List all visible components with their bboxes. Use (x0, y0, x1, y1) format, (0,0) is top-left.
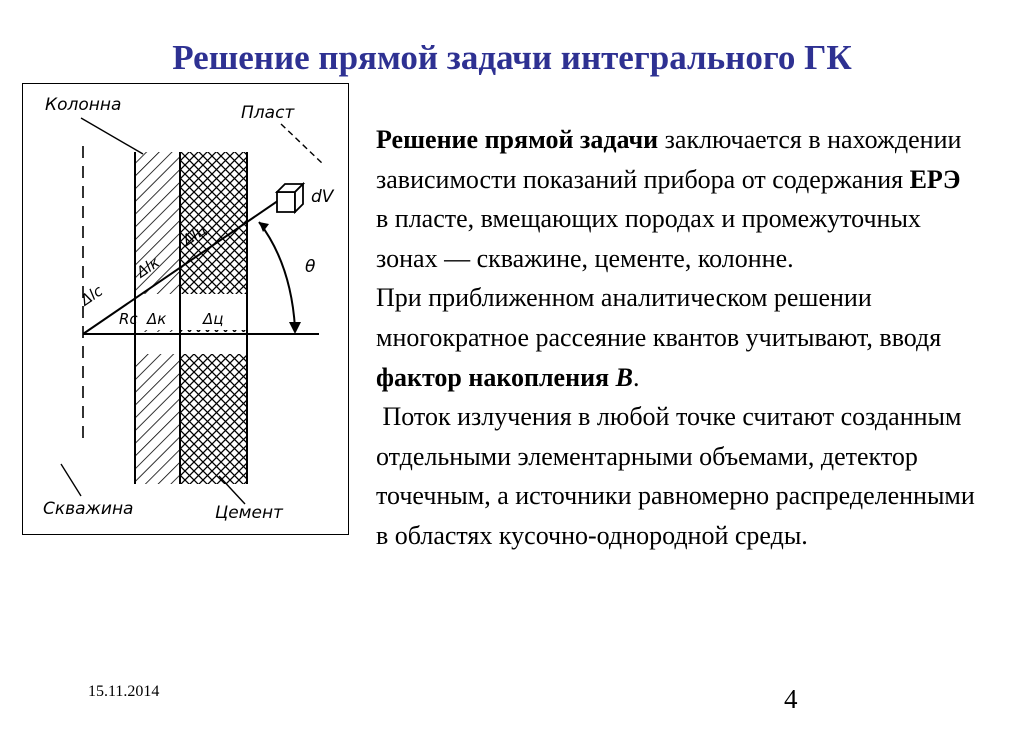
term-buildup-factor: фактор накопления (376, 362, 616, 392)
label-well: Скважина (43, 499, 133, 519)
volume-element (274, 181, 306, 215)
term-B: B (615, 362, 633, 392)
body-text: Решение прямой задачи заключается в нахо… (376, 120, 976, 556)
angle-arc (258, 221, 296, 329)
term-erz: ЕРЭ (909, 164, 961, 194)
label-delta-k: Δк (146, 310, 166, 328)
label-delta-ts: Δц (202, 310, 223, 328)
casing-zone-lower (135, 354, 179, 484)
label-volume: dV (311, 187, 335, 207)
label-cement: Цемент (215, 503, 284, 523)
paragraph-1: Решение прямой задачи заключается в нахо… (376, 125, 962, 273)
paragraph-2: При приближенном аналитическом решении м… (376, 283, 942, 392)
label-dl-c: Δlс (76, 281, 106, 310)
label-angle: θ (305, 257, 316, 277)
label-formation: Пласт (241, 103, 295, 123)
well-diagram: Колонна Пласт dV θ Δlс Δlк Δlц Rс Δк Δц … (22, 83, 349, 535)
slide-date: 15.11.2014 (88, 683, 160, 700)
slide-title: Решение прямой задачи интегрального ГК (172, 38, 852, 77)
paragraph-3: Поток излучения в любой точке считают со… (376, 402, 982, 550)
label-column: Колонна (45, 95, 121, 115)
label-rc: Rс (119, 310, 138, 328)
page-number: 4 (784, 684, 798, 714)
ray-to-volume (82, 195, 286, 335)
cement-zone-lower (181, 354, 247, 484)
term-direct-problem: Решение прямой задачи (376, 125, 659, 154)
